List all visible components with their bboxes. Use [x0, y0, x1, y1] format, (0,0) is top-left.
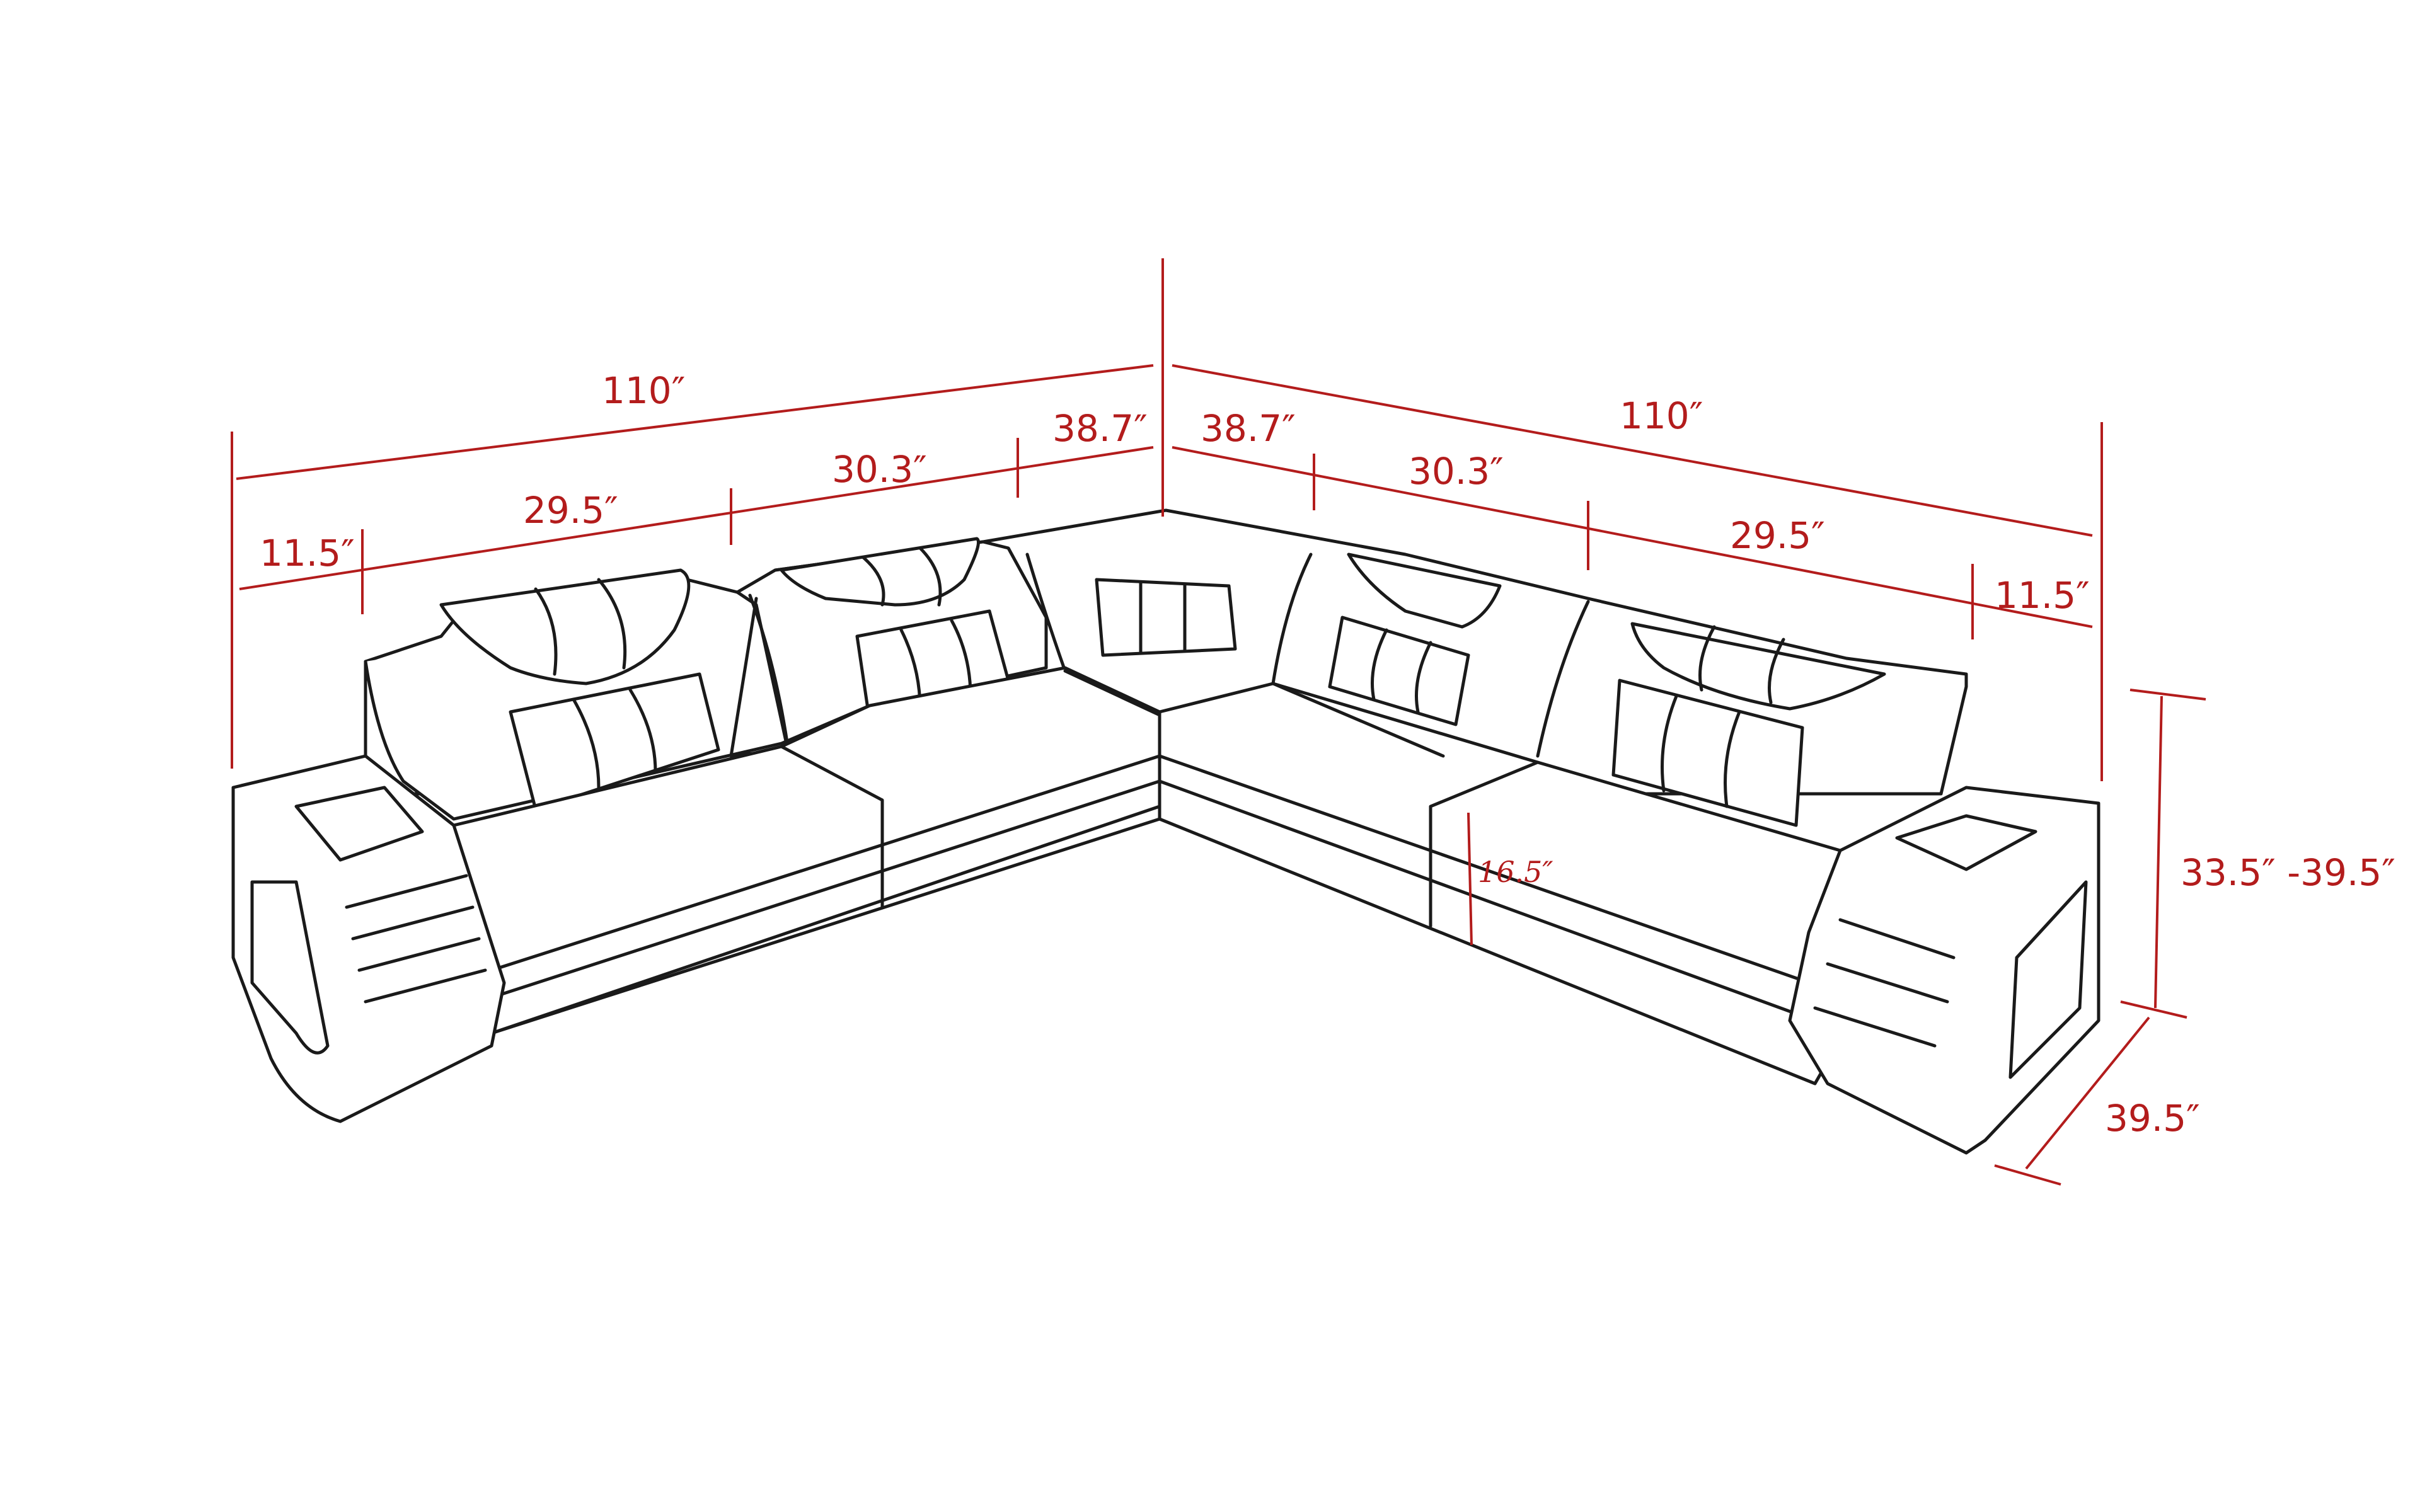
right-arm-slat-1	[1838, 918, 1956, 959]
right-middle-pillow-seam-1	[1371, 628, 1388, 701]
right-seat-joint-2	[1429, 760, 1540, 928]
right-middle-pillow-seam-2	[1415, 641, 1432, 714]
right-middle-pillow	[1328, 616, 1470, 726]
right-headrest-1	[1347, 553, 1502, 629]
right-pillow	[1611, 679, 1804, 827]
height-label: 33.5″ -39.5″	[2181, 851, 2395, 894]
middle-headrest	[780, 537, 980, 607]
left-pillow	[509, 672, 720, 811]
height-bottom-tick	[2120, 1000, 2187, 1019]
left-total-line	[236, 364, 1154, 480]
right-arm	[1788, 786, 2100, 1155]
dimension-lines	[231, 258, 2206, 1186]
middle-headrest-seam-2	[918, 546, 942, 607]
left-arm-window	[250, 880, 330, 1055]
depth-line	[2025, 1016, 2150, 1170]
left-headrest	[439, 568, 691, 685]
right-headrest-2	[1630, 622, 1886, 711]
seat-height-label: 16.5″	[1478, 855, 1553, 889]
left-total-label: 110″	[602, 369, 685, 412]
right-arm-label: 11.5″	[1995, 574, 2090, 617]
left-arm-slat-3	[357, 937, 481, 972]
right-middle-label: 30.3″	[1409, 450, 1504, 493]
right-corner-label: 38.7″	[1201, 407, 1296, 450]
left-seat-front-2	[496, 779, 1161, 997]
left-arm-top-panel	[294, 786, 424, 862]
left-seat-joint-2	[1063, 669, 1161, 717]
dimension-labels: 110″ 110″ 11.5″ 29.5″ 30.3″ 38.7″ 38.7″ …	[260, 369, 2395, 1140]
left-segment-line	[239, 446, 1154, 590]
depth-bottom-tick	[1994, 1164, 2061, 1186]
left-arm	[231, 754, 506, 1123]
depth-label: 39.5″	[2105, 1097, 2200, 1140]
right-headrest-seam-1	[1698, 625, 1716, 692]
sofa-drawing	[231, 508, 2100, 1155]
corner-pillow	[1095, 578, 1237, 657]
back-divider-2	[1025, 553, 1067, 673]
right-headrest-seam-2	[1768, 638, 1785, 704]
left-middle-label: 30.3″	[832, 448, 927, 491]
left-arm-slat-4	[364, 968, 487, 1004]
seat-height-line	[1467, 812, 1473, 946]
right-seat-joint-1	[1271, 682, 1445, 758]
left-corner-label: 38.7″	[1052, 407, 1148, 450]
right-segment-line	[1172, 446, 2093, 628]
right-arm-window	[2008, 880, 2088, 1079]
back-divider-1	[748, 593, 790, 748]
right-arm-slat-3	[1813, 1006, 1937, 1048]
left-pillow-seam-2	[628, 688, 657, 774]
left-seat-platform	[452, 666, 1161, 1035]
left-pillow-seam-1	[572, 697, 601, 789]
left-seat-front-3	[490, 817, 1161, 1035]
middle-headrest-seam-1	[861, 556, 885, 607]
right-pillow-seam-2	[1724, 710, 1741, 808]
left-headrest-seam-2	[597, 578, 627, 670]
back-divider-3	[1271, 553, 1313, 685]
right-pillow-seam-1	[1661, 694, 1678, 793]
left-arm-slat-2	[351, 905, 475, 941]
left-arm-label: 11.5″	[260, 532, 355, 575]
back-divider-4	[1536, 600, 1590, 758]
right-total-line	[1172, 364, 2093, 537]
height-line	[2154, 696, 2163, 1009]
right-seat-front-1	[1158, 754, 1829, 991]
left-seat-joint-1	[780, 745, 884, 909]
right-arm-top-panel	[1895, 814, 2037, 871]
right-seat-label: 29.5″	[1730, 514, 1825, 557]
left-headrest-seam-1	[534, 587, 558, 676]
right-arm-slat-2	[1826, 962, 1949, 1004]
left-seat-front-1	[490, 754, 1161, 972]
height-top-tick	[2129, 689, 2206, 701]
left-seat-label: 29.5″	[523, 489, 618, 532]
left-arm-slat-1	[345, 874, 468, 909]
right-total-label: 110″	[1620, 394, 1703, 437]
right-seat-front-2	[1158, 779, 1817, 1022]
